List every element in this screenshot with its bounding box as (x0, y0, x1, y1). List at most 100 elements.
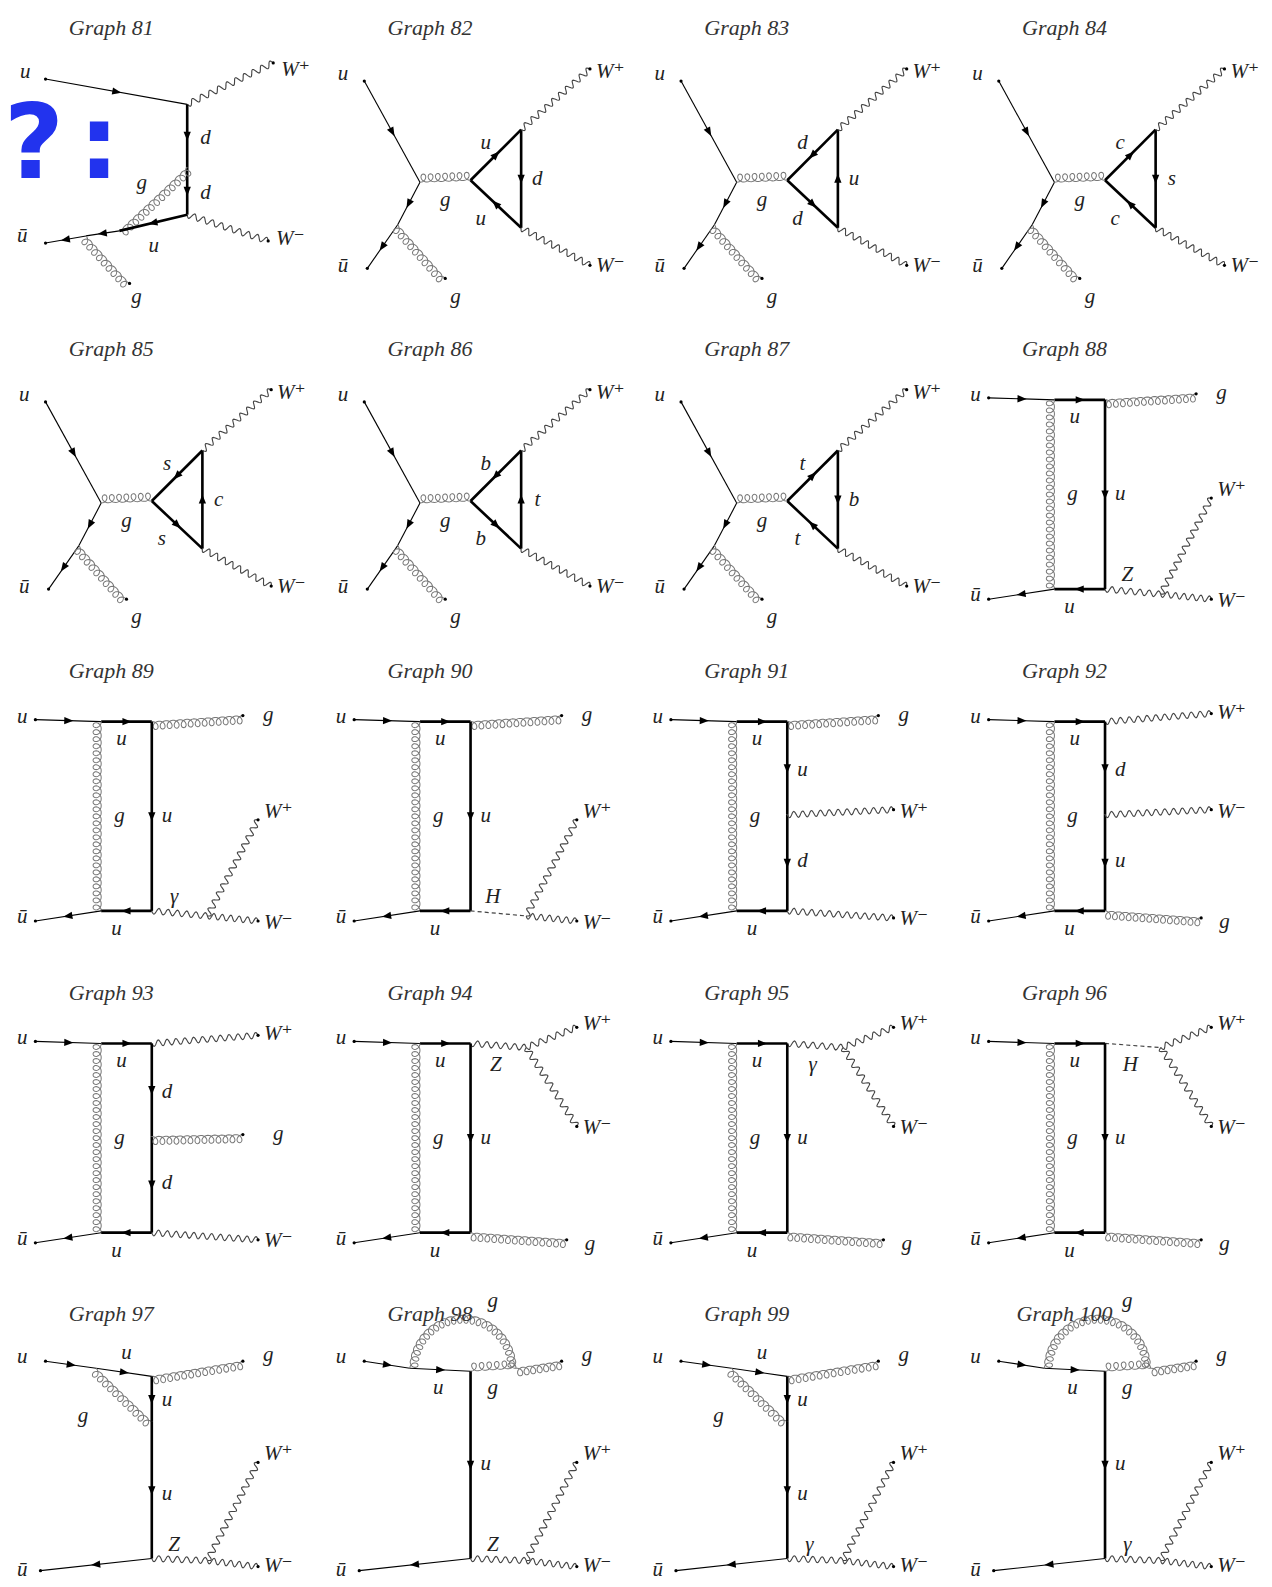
fermion-line (152, 450, 203, 501)
boson-line (1161, 592, 1212, 602)
endpoint-dot (682, 267, 685, 270)
gluon-line (1028, 225, 1080, 282)
gluon-line (93, 722, 101, 911)
endpoint-dot (1210, 1026, 1213, 1029)
fermion-line (46, 1361, 97, 1368)
gluon-line (1046, 1043, 1054, 1232)
particle-label: ū (655, 255, 666, 276)
fermion-arrow (383, 1039, 392, 1046)
fermion-line (787, 180, 838, 228)
particle-label: u (17, 1346, 28, 1367)
endpoint-dot (363, 400, 366, 403)
particle-label: ū (970, 1558, 981, 1579)
boson-line (526, 820, 577, 916)
fermion-arrow (467, 812, 474, 821)
particle-label: g (1216, 1344, 1227, 1365)
boson-line (521, 228, 590, 265)
graph-title: Graph 98 (388, 1303, 473, 1325)
particle-label: u (972, 62, 983, 83)
fermion-arrow (380, 562, 388, 572)
fermion-arrow (382, 1233, 392, 1240)
particle-label: u (111, 1240, 122, 1261)
graph-title: Graph 100 (1017, 1303, 1113, 1325)
fermion-line (354, 911, 420, 921)
particle-label: u (430, 918, 441, 939)
gluon-line (93, 1043, 101, 1232)
particle-label: u (475, 207, 486, 228)
fermion-arrow (440, 907, 449, 914)
graph-title: Graph 97 (69, 1303, 154, 1325)
gluon-line (1054, 172, 1105, 182)
particle-label: u (480, 804, 491, 825)
graph-title: Graph 91 (704, 660, 789, 682)
fermion-arrow (406, 198, 413, 208)
fermion-arrow (64, 1039, 73, 1046)
particle-label: ū (17, 1558, 28, 1579)
fermion-arrow (1127, 201, 1136, 210)
fermion-arrow (1021, 126, 1029, 136)
gluon-line (420, 172, 471, 182)
particle-label: g (136, 172, 147, 193)
fermion-arrow (441, 1040, 450, 1047)
fermion-line (787, 450, 838, 501)
particle-label: W⁺ (1217, 478, 1246, 499)
particle-label: u (435, 727, 446, 748)
fermion-arrow (1017, 590, 1027, 597)
boson-line (1161, 1462, 1212, 1560)
fermion-line (354, 1233, 420, 1243)
particle-label: g (78, 1404, 89, 1425)
endpoint-dot (1200, 1238, 1203, 1241)
particle-label: u (653, 1346, 664, 1367)
particle-label: u (430, 1240, 441, 1261)
particle-label: W⁺ (900, 1443, 929, 1464)
endpoint-dot (575, 919, 578, 922)
endpoint-dot (892, 808, 895, 811)
particle-label: u (797, 1482, 808, 1503)
particle-label: g (750, 804, 761, 825)
endpoint-dot (560, 1360, 563, 1363)
particle-label: ū (970, 906, 981, 927)
endpoint-dot (575, 1461, 578, 1464)
boson-line (1161, 1558, 1212, 1569)
particle-label: W⁺ (264, 1023, 293, 1044)
boson-line (843, 1025, 894, 1049)
endpoint-dot (241, 1360, 244, 1363)
boson-line (787, 908, 893, 920)
fermion-arrow (696, 241, 704, 251)
fermion-line (787, 501, 838, 549)
particle-label: u (149, 234, 160, 255)
fermion-arrow (436, 1366, 445, 1373)
fermion-line (471, 130, 522, 181)
fermion-arrow (1014, 241, 1022, 251)
particle-label: u (1069, 727, 1080, 748)
particle-label: g (273, 1122, 284, 1143)
boson-line (521, 389, 590, 452)
fermion-arrow (1017, 1233, 1027, 1240)
particle-label: g (1067, 1126, 1078, 1147)
particle-label: u (1064, 1240, 1075, 1261)
particle-label: u (970, 1346, 981, 1367)
fermion-arrow (1017, 395, 1026, 402)
fermion-arrow (148, 1395, 155, 1404)
fermion-arrow (704, 126, 712, 136)
endpoint-dot (34, 1241, 37, 1244)
particle-label: g (1067, 804, 1078, 825)
fermion-arrow (1070, 1366, 1079, 1373)
endpoint-dot (363, 1360, 366, 1363)
boson-line (1161, 498, 1212, 594)
endpoint-dot (877, 714, 880, 717)
boson-line (1161, 1025, 1212, 1049)
fermion-arrow (121, 1229, 130, 1236)
particle-label: u (655, 383, 666, 404)
particle-label: ū (653, 1558, 664, 1579)
particle-label: W⁻ (1230, 255, 1259, 276)
fermion-arrow (699, 1233, 709, 1240)
gluon-line (787, 1361, 878, 1384)
endpoint-dot (1210, 1565, 1213, 1568)
particle-label: g (757, 189, 768, 210)
particle-label: g (263, 703, 274, 724)
endpoint-dot (905, 388, 908, 391)
endpoint-dot (1210, 712, 1213, 715)
